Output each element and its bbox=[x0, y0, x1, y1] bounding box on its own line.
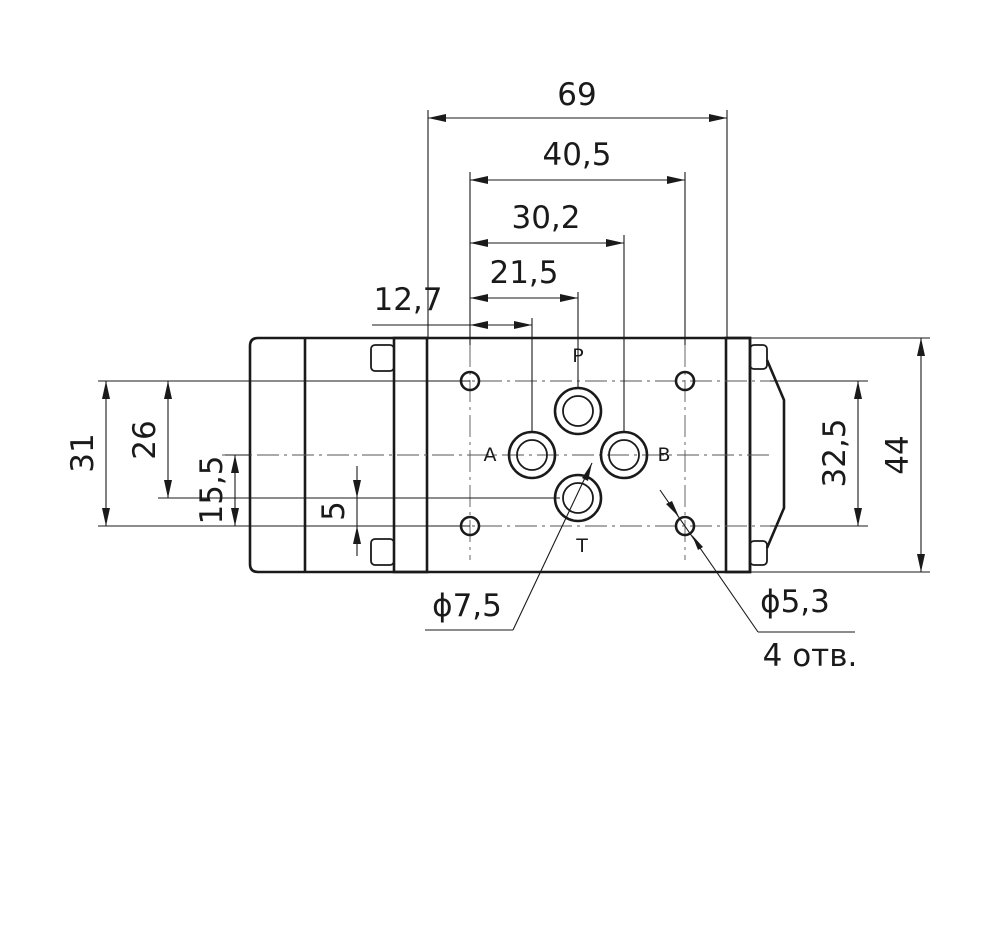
extension-lines-right bbox=[750, 337, 930, 573]
extension-lines-left bbox=[98, 380, 560, 527]
dim-label-15-5: 15,5 bbox=[194, 455, 230, 524]
dim-69 bbox=[428, 114, 727, 122]
callout-hole-count: 4 отв. bbox=[763, 638, 858, 674]
valve-body bbox=[248, 336, 786, 574]
dim-26 bbox=[164, 381, 172, 498]
dim-label-40-5: 40,5 bbox=[542, 137, 611, 173]
port-p bbox=[553, 386, 603, 436]
dim-label-31: 31 bbox=[65, 433, 101, 472]
port-label-a: A bbox=[484, 444, 497, 466]
port-t bbox=[553, 473, 603, 523]
leader-hole-diameter bbox=[659, 489, 855, 633]
dim-30-2 bbox=[470, 239, 624, 247]
port-label-t: T bbox=[575, 535, 588, 557]
port-label-b: B bbox=[657, 444, 670, 466]
dim-15-5 bbox=[231, 455, 239, 526]
dim-21-5 bbox=[470, 294, 578, 302]
dim-label-44: 44 bbox=[880, 435, 916, 474]
dim-5 bbox=[353, 466, 361, 556]
callout-hole-diameter: ϕ5,3 bbox=[760, 584, 830, 620]
dim-label-21-5: 21,5 bbox=[489, 255, 558, 291]
extension-lines-top bbox=[427, 110, 728, 432]
dim-label-12-7: 12,7 bbox=[373, 282, 442, 318]
dim-44 bbox=[917, 338, 925, 572]
leader-port-diameter bbox=[425, 462, 593, 631]
dim-label-32-5: 32,5 bbox=[817, 418, 853, 487]
mounting-hole bbox=[674, 515, 696, 537]
dim-32-5 bbox=[854, 381, 862, 526]
callout-port-diameter: ϕ7,5 bbox=[432, 588, 502, 624]
dim-label-5: 5 bbox=[316, 501, 352, 521]
dim-label-30-2: 30,2 bbox=[511, 200, 580, 236]
dim-label-26: 26 bbox=[127, 420, 163, 459]
mounting-hole bbox=[674, 370, 696, 392]
dim-12-7 bbox=[372, 321, 532, 329]
dim-40-5 bbox=[470, 176, 685, 184]
dim-31 bbox=[102, 381, 110, 526]
dim-label-69: 69 bbox=[557, 77, 596, 113]
